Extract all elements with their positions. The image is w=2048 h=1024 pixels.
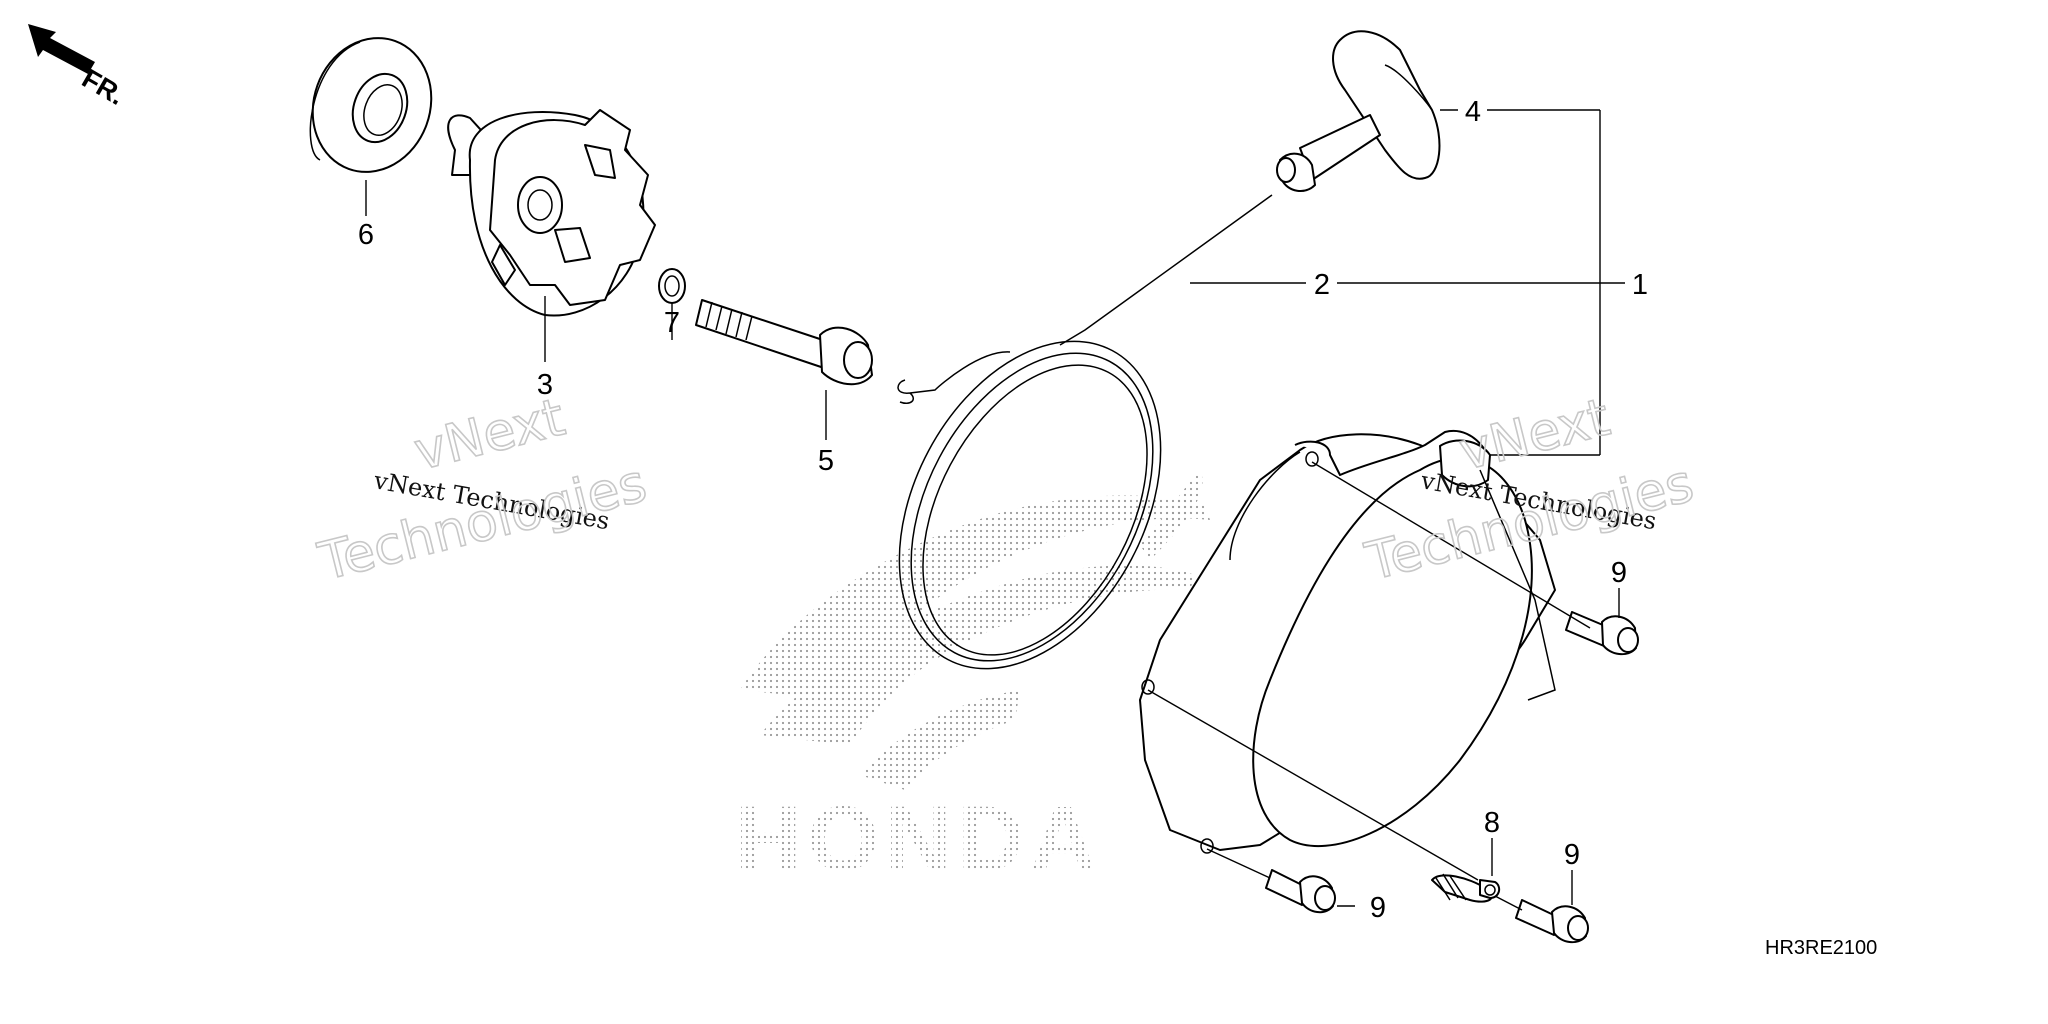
part-7-washer bbox=[658, 268, 686, 304]
callout-9-right: 9 bbox=[1564, 839, 1580, 871]
watermark-right-top: vNext bbox=[1454, 388, 1616, 483]
part-6-oil-seal bbox=[309, 37, 433, 173]
watermark-left: vNext vNext Technologies Technologies bbox=[312, 387, 653, 594]
callout-labels: 6 3 7 5 2 1 4 9 8 9 9 bbox=[358, 96, 1648, 924]
diagram-code: HR3RE2100 bbox=[1765, 937, 1877, 959]
part-5-bolt bbox=[695, 299, 873, 386]
callout-4: 4 bbox=[1465, 96, 1481, 128]
part-8-clip bbox=[1431, 873, 1501, 903]
watermark-left-bottom: Technologies bbox=[313, 454, 653, 593]
callout-7: 7 bbox=[664, 307, 680, 339]
callout-5: 5 bbox=[818, 445, 834, 477]
honda-wordmark: HONDA bbox=[735, 788, 1102, 890]
leader-lines bbox=[365, 109, 1625, 911]
front-arrow-icon bbox=[28, 24, 95, 74]
callout-3: 3 bbox=[537, 369, 553, 401]
part-1-recoil-starter-housing bbox=[1139, 430, 1556, 854]
callout-8: 8 bbox=[1484, 807, 1500, 839]
part-3-starter-pulley bbox=[447, 109, 656, 317]
callout-2: 2 bbox=[1314, 269, 1330, 301]
part-2-starter-rope bbox=[897, 194, 1273, 670]
callout-6: 6 bbox=[358, 219, 374, 251]
watermark-left-top: vNext bbox=[409, 388, 571, 483]
callout-9-left: 9 bbox=[1370, 892, 1386, 924]
part-4-starter-grip bbox=[1276, 30, 1441, 192]
front-direction-indicator: FR. bbox=[28, 24, 130, 111]
callout-9-upper: 9 bbox=[1611, 557, 1627, 589]
part-9-bolt-left bbox=[1265, 869, 1336, 914]
part-9-bolt-right bbox=[1515, 899, 1589, 944]
honda-logo-watermark: HONDA bbox=[735, 470, 1210, 890]
part-9-bolt-upper bbox=[1565, 611, 1639, 656]
callout-1: 1 bbox=[1632, 269, 1648, 301]
